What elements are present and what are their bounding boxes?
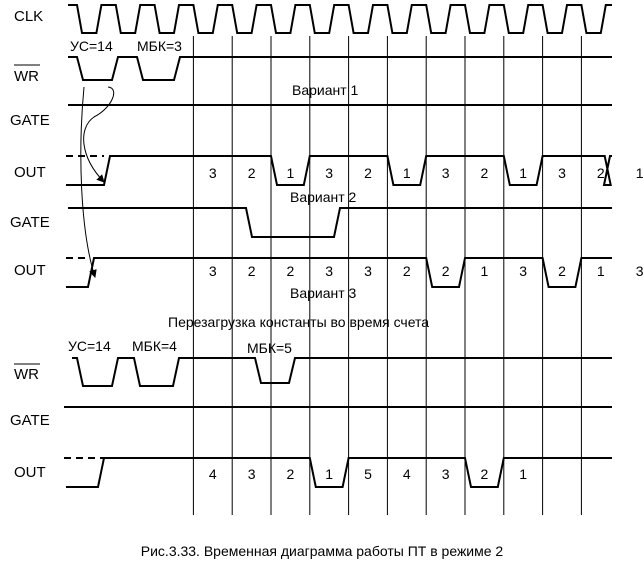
out1-count: 1 <box>287 165 295 181</box>
out1-waveform <box>66 155 612 186</box>
out2-count: 2 <box>248 263 256 279</box>
gate2-waveform <box>68 207 612 238</box>
out1-counts: 3 2 1 3 2 1 3 2 1 3 2 1 <box>209 165 643 181</box>
out3-waveform <box>66 457 612 488</box>
out3-count: 1 <box>325 466 333 482</box>
variant3-label: Вариант 3 <box>290 285 357 301</box>
out3-count: 3 <box>442 466 450 482</box>
mbk5-label: МБК=5 <box>247 340 292 356</box>
out2-count: 3 <box>209 263 217 279</box>
out2-counts: 3 2 2 3 3 2 2 1 3 2 1 3 <box>209 263 643 279</box>
out2-count: 1 <box>481 263 489 279</box>
out1-count: 3 <box>209 165 217 181</box>
out2-count: 3 <box>519 263 527 279</box>
out2-count: 2 <box>287 263 295 279</box>
out1-label: OUT <box>14 164 46 181</box>
out1-count: 3 <box>558 165 566 181</box>
wr3-label: WR <box>14 366 39 383</box>
out3-count: 4 <box>403 466 411 482</box>
gate1-label: GATE <box>10 112 50 129</box>
gate2-label: GATE <box>10 214 50 231</box>
out2-count: 2 <box>442 263 450 279</box>
out3-count: 5 <box>364 466 372 482</box>
us14-top-label: УС=14 <box>70 38 113 54</box>
wr-to-out1-arrow <box>83 86 115 183</box>
variant1-label: Вариант 1 <box>292 82 359 98</box>
clk-waveform <box>68 4 612 34</box>
out1-count: 1 <box>636 165 643 181</box>
out2-waveform <box>66 257 612 288</box>
out1-count: 3 <box>325 165 333 181</box>
out1-count: 3 <box>442 165 450 181</box>
out1-count: 1 <box>403 165 411 181</box>
mbk4-label: МБК=4 <box>132 338 177 354</box>
out2-count: 2 <box>558 263 566 279</box>
out2-count: 2 <box>403 263 411 279</box>
out1-count: 2 <box>248 165 256 181</box>
us14-bottom-label: УС=14 <box>68 338 111 354</box>
wr-label: WR <box>14 68 39 85</box>
wr-to-out2-arrow <box>80 86 97 278</box>
wr-waveform <box>68 56 612 81</box>
out3-count: 1 <box>519 466 527 482</box>
gate3-label: GATE <box>10 412 50 429</box>
clock-gridlines <box>192 36 582 515</box>
out1-count: 2 <box>481 165 489 181</box>
variant2-label: Вариант 2 <box>290 189 357 205</box>
out3-count: 3 <box>248 466 256 482</box>
out3-count: 4 <box>209 466 217 482</box>
out1-count: 1 <box>519 165 527 181</box>
out2-count: 3 <box>364 263 372 279</box>
out2-count: 1 <box>597 263 605 279</box>
out1-count: 2 <box>597 165 605 181</box>
wr3-waveform <box>72 357 612 387</box>
figure-caption: Рис.3.33. Временная диаграмма работы ПТ … <box>141 543 504 559</box>
out3-counts: 4 3 2 1 5 4 3 2 1 <box>209 466 527 482</box>
out1-count: 2 <box>364 165 372 181</box>
mbk3-label: МБК=3 <box>137 38 182 54</box>
out3-label: OUT <box>14 464 46 481</box>
out2-label: OUT <box>14 262 46 279</box>
out2-count: 3 <box>636 263 643 279</box>
clk-label: CLK <box>14 8 43 25</box>
reload-note: Перезагрузка константы во время счета <box>168 314 429 330</box>
out3-count: 2 <box>481 466 489 482</box>
out2-count: 3 <box>325 263 333 279</box>
out3-count: 2 <box>287 466 295 482</box>
